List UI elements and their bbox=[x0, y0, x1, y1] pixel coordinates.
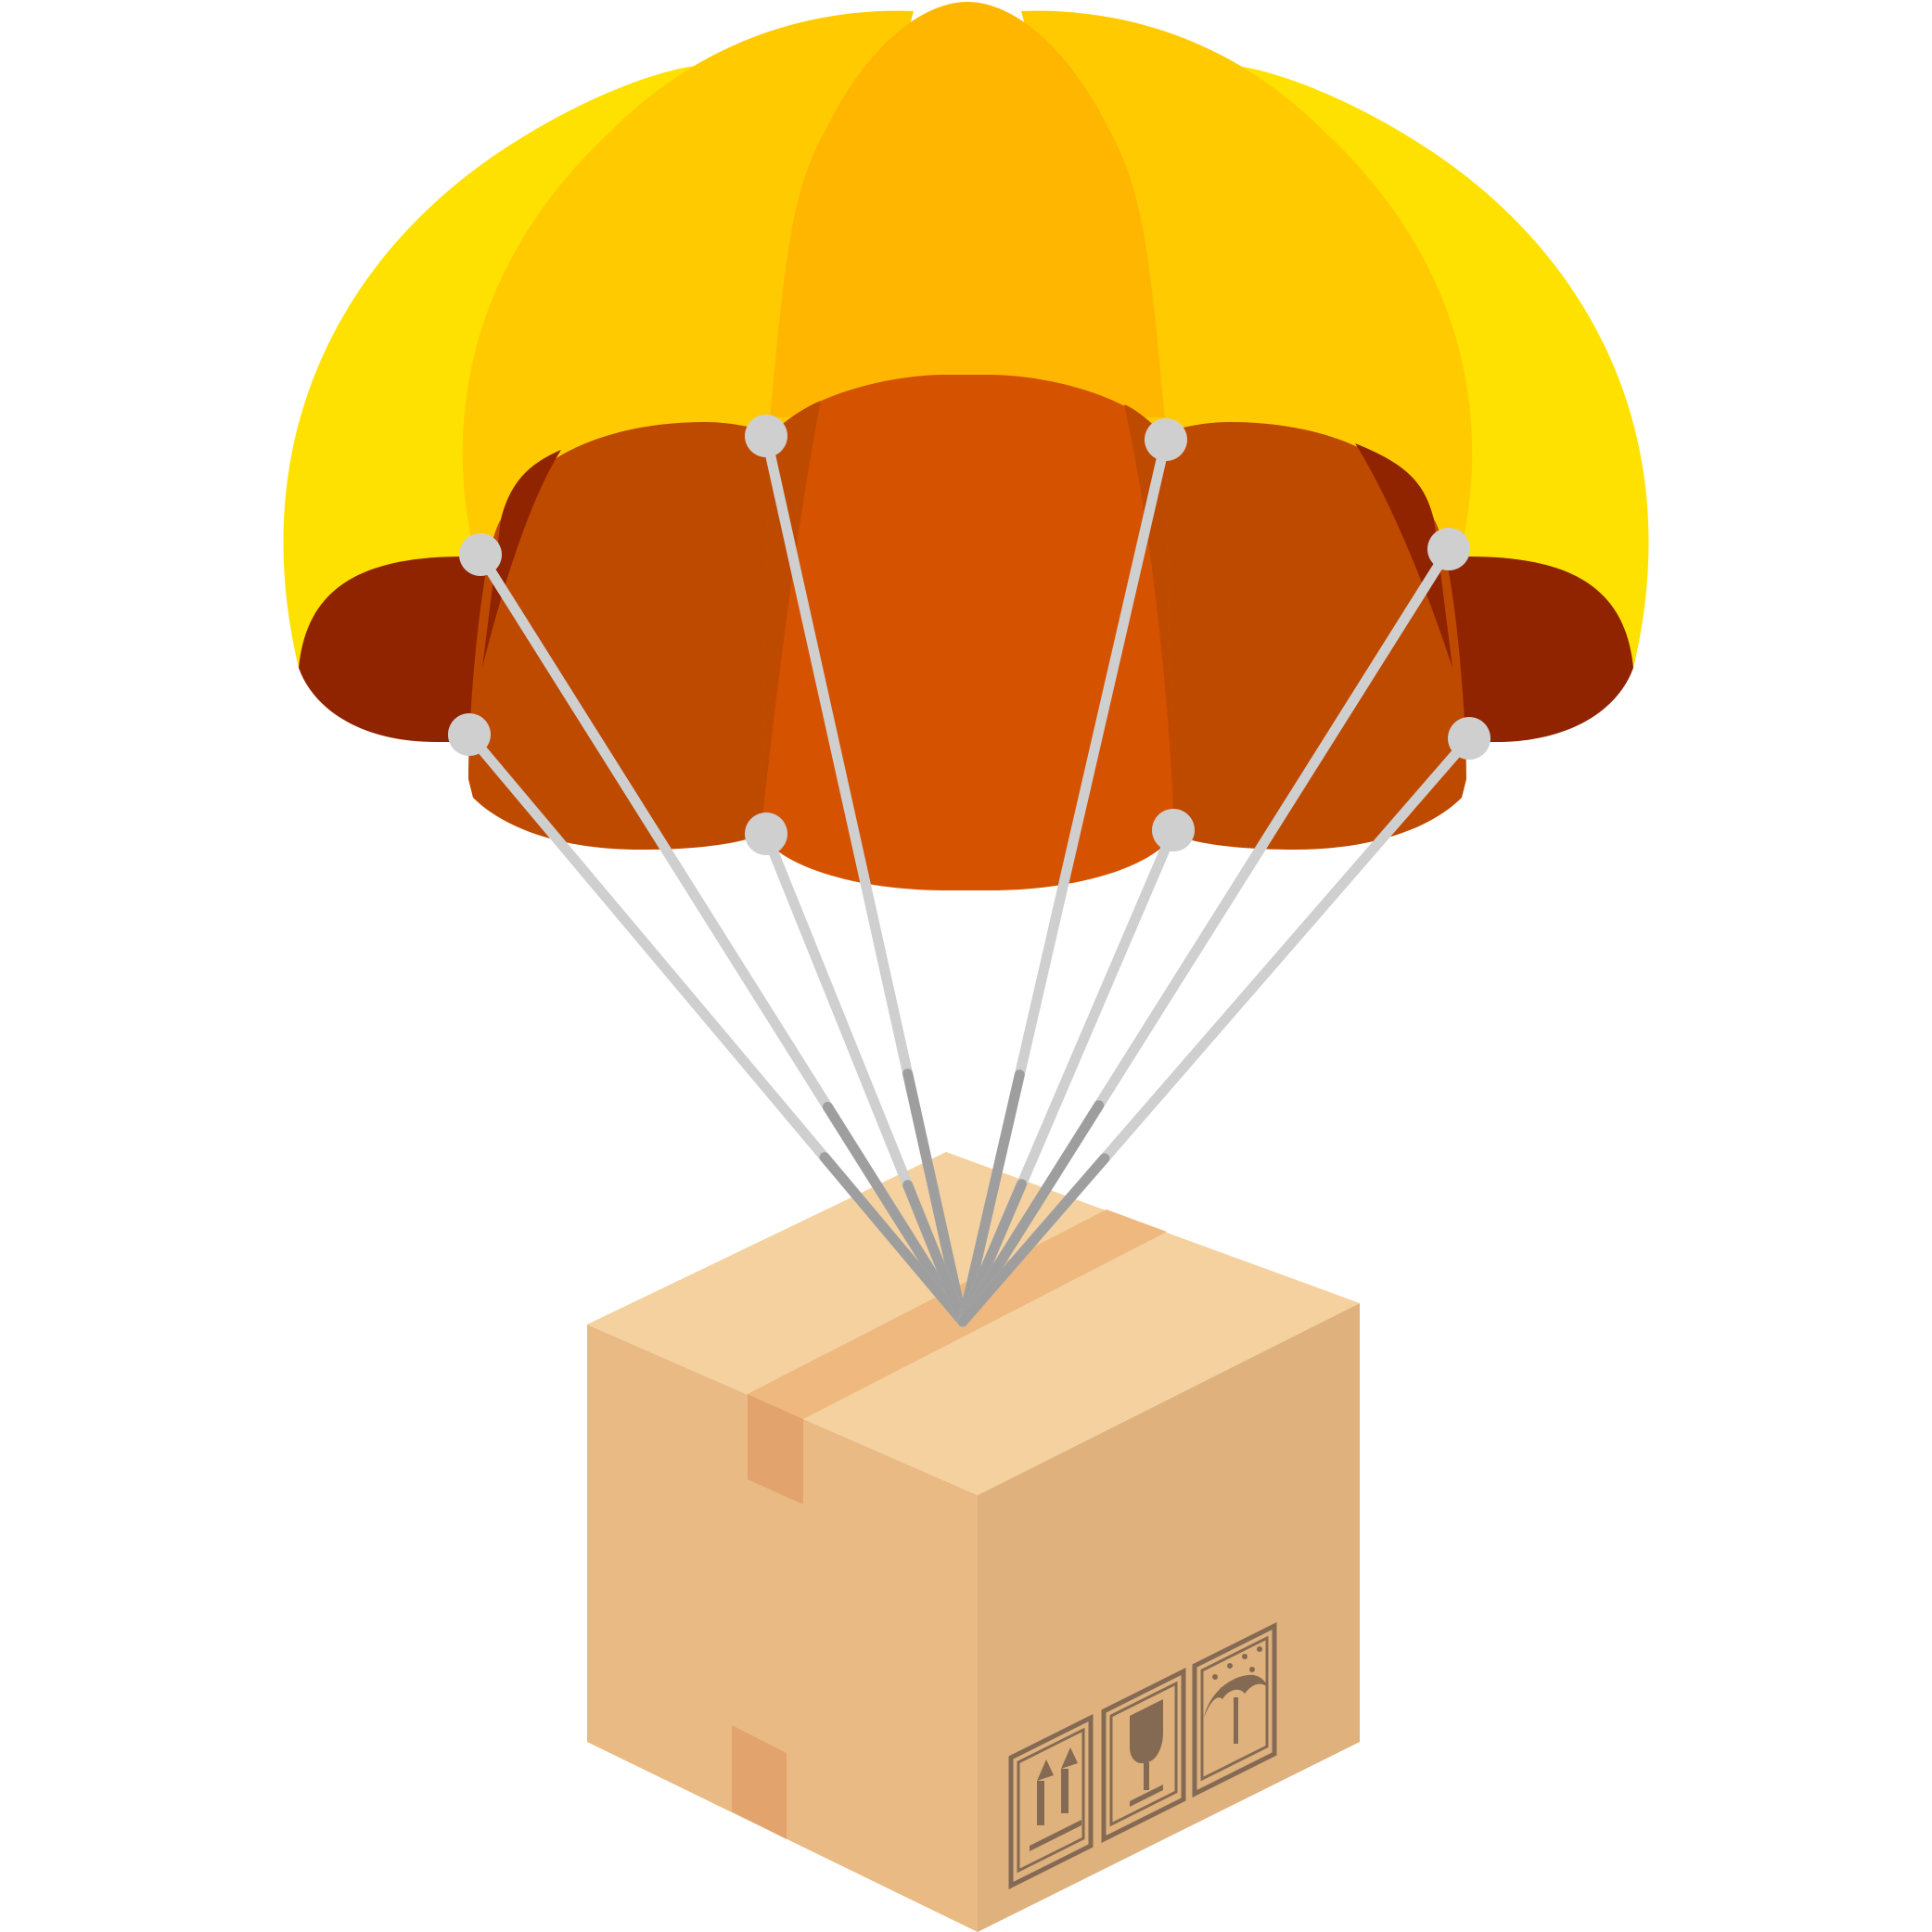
canopy-lip-center bbox=[761, 375, 1174, 890]
suspension-line-shadow bbox=[822, 1101, 968, 1327]
cardboard-box bbox=[587, 1152, 1360, 1932]
suspension-line-shadow bbox=[957, 1100, 1105, 1327]
fragile-glass-icon bbox=[1101, 1667, 1186, 1844]
canopy-lip-center-shade-right bbox=[1124, 404, 1174, 835]
this-side-up-icon bbox=[1008, 1713, 1094, 1890]
suspension-line-shadow bbox=[957, 1153, 1110, 1327]
box-tape-front bbox=[748, 1394, 803, 1504]
canopy-lip-right-mid bbox=[1156, 422, 1466, 850]
suspension-line-shadow bbox=[957, 1069, 1025, 1327]
parachute-lines bbox=[464, 430, 1475, 1327]
anchor-knob bbox=[1427, 528, 1470, 570]
suspension-line-shadow bbox=[902, 1068, 968, 1327]
anchor-knob bbox=[1448, 717, 1491, 760]
box-left-face bbox=[587, 1324, 978, 1932]
box-handling-symbols bbox=[1008, 1621, 1277, 1890]
anchor-knob bbox=[745, 415, 787, 457]
canopy-lip-right-lobe bbox=[1413, 557, 1633, 742]
box-tape-bottom bbox=[732, 1725, 787, 1839]
canopy-anchor-knobs bbox=[448, 415, 1491, 855]
canopy-center bbox=[770, 2, 1165, 417]
keep-dry-umbrella-icon bbox=[1192, 1621, 1277, 1798]
parachute-canopy bbox=[283, 2, 1649, 890]
anchor-knob bbox=[745, 812, 787, 855]
anchor-knob bbox=[448, 713, 491, 756]
suspension-line-shadow bbox=[902, 1180, 968, 1327]
box-right-face bbox=[978, 1303, 1360, 1932]
suspension-line-shadow bbox=[819, 1152, 968, 1327]
anchor-knob bbox=[1145, 418, 1187, 461]
canopy-lip-left-lobe bbox=[299, 557, 519, 742]
anchor-knob bbox=[1152, 809, 1195, 851]
canopy-lip-left-mid bbox=[468, 422, 779, 850]
anchor-knob bbox=[459, 533, 502, 576]
canopy-lip-center-shade-left bbox=[761, 401, 821, 835]
